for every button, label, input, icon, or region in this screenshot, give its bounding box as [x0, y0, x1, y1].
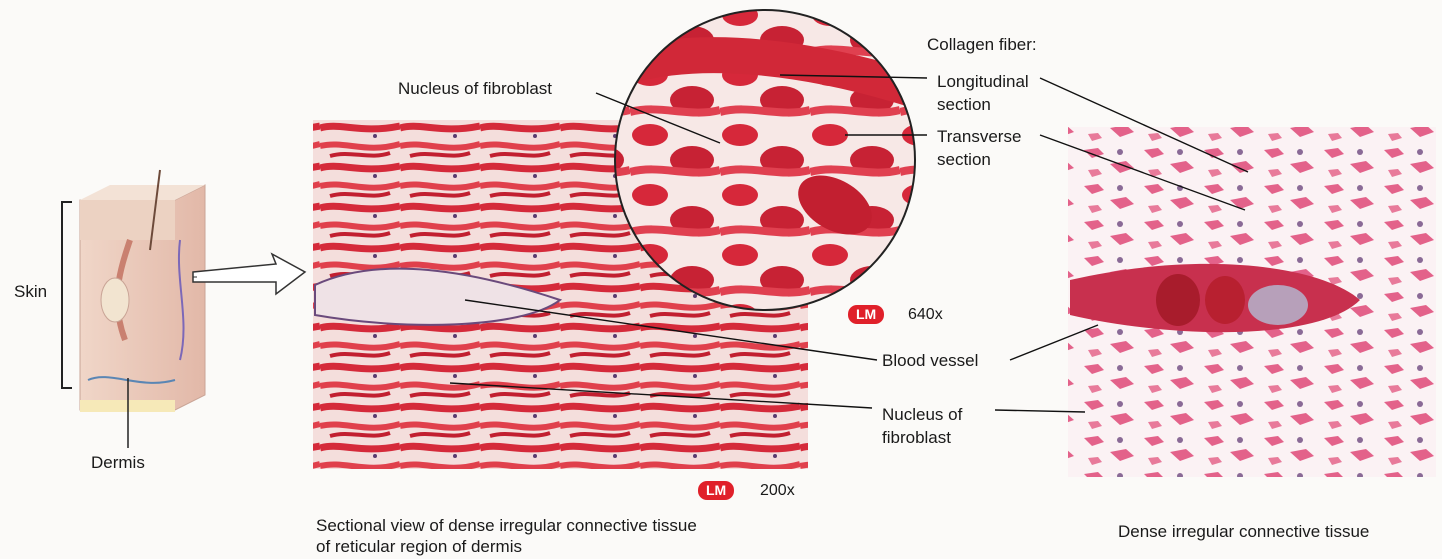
blood-vessel-label: Blood vessel [882, 351, 978, 371]
skin-block-illustration [80, 170, 205, 412]
nucleus-of-fibroblast-label-bottom: Nucleus of fibroblast [882, 403, 962, 449]
inset-lm-badge: LM [848, 305, 884, 324]
nucleus-of-fibroblast-label-top: Nucleus of fibroblast [398, 79, 552, 99]
collagen-fiber-label: Collagen fiber: [927, 35, 1037, 55]
longitudinal-section-label: Longitudinal section [937, 70, 1029, 116]
caption-left: Sectional view of dense irregular connec… [316, 515, 697, 557]
main-magnification: 200x [760, 482, 795, 500]
transverse-section-label: Transverse section [937, 125, 1021, 171]
dermis-label: Dermis [91, 453, 145, 473]
inset-magnification: 640x [908, 306, 943, 324]
main-lm-badge: LM [698, 481, 734, 500]
skin-label: Skin [14, 282, 47, 302]
caption-right: Dense irregular connective tissue [1118, 522, 1369, 542]
